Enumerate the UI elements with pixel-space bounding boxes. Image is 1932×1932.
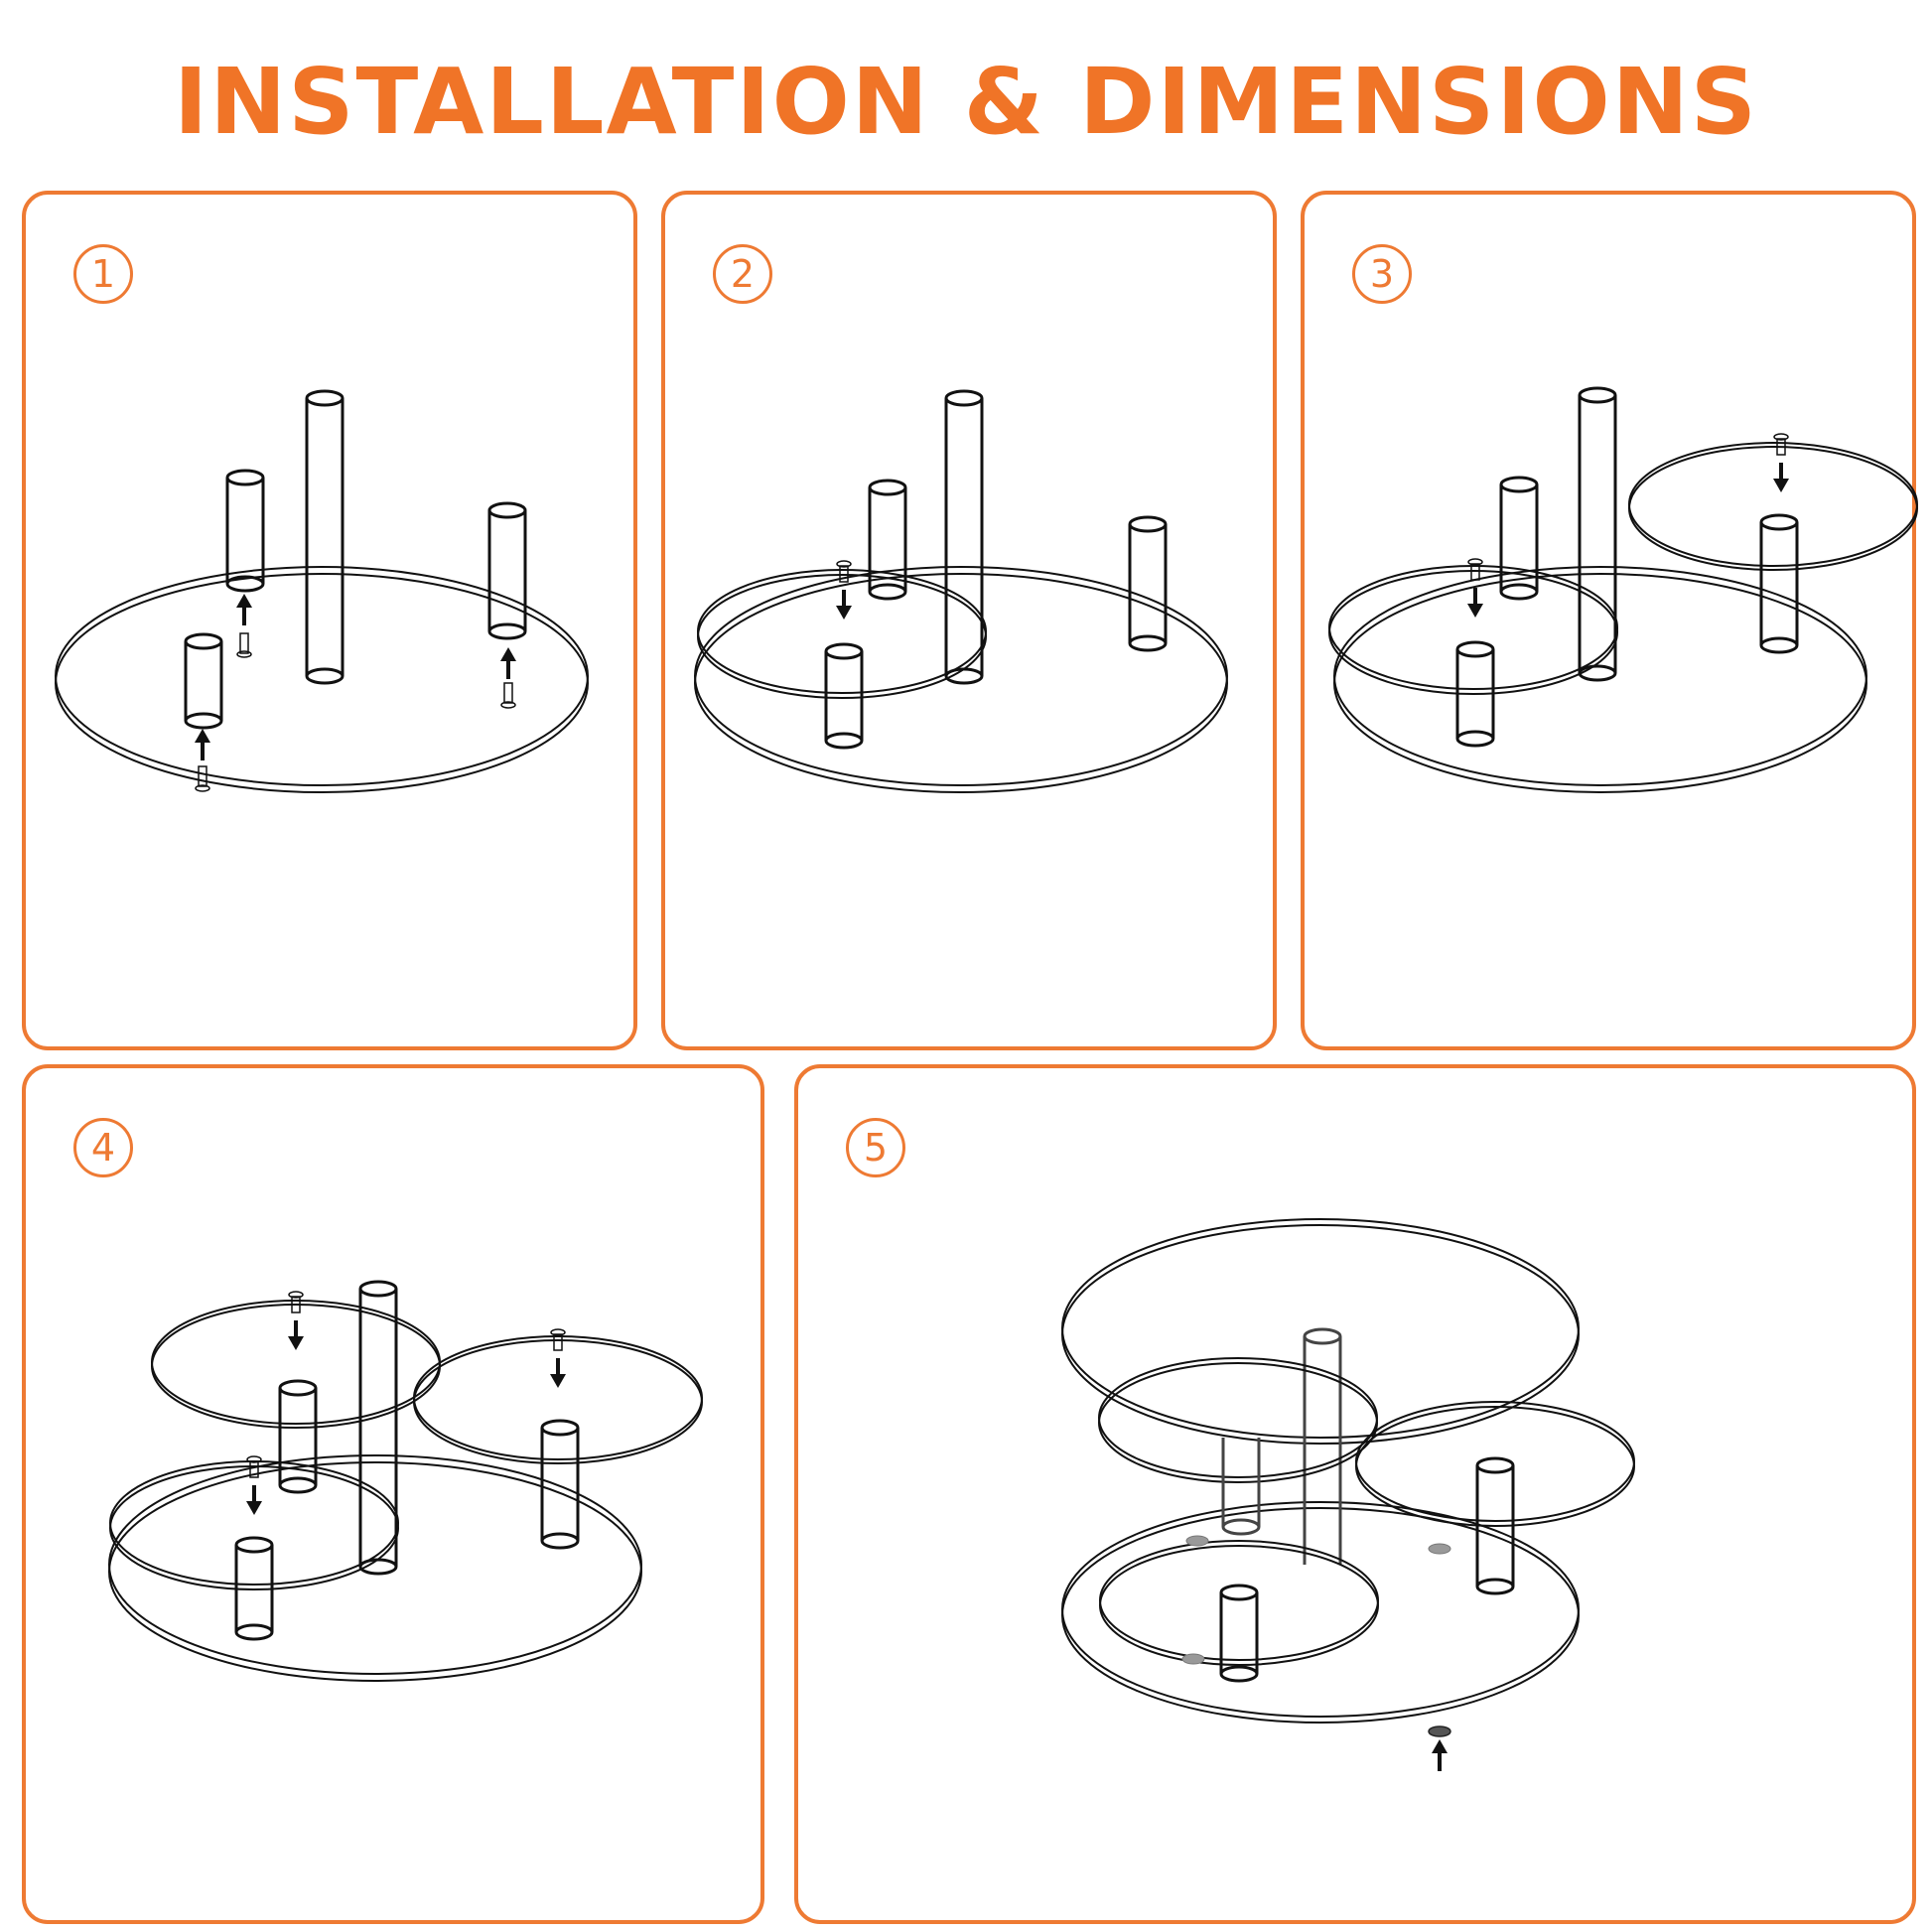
medium-tube xyxy=(278,1379,318,1494)
step-1-illustration xyxy=(55,389,589,793)
up-arrow-icon xyxy=(195,594,516,760)
base-glass-shelf xyxy=(1061,1501,1580,1718)
screw xyxy=(500,682,516,709)
step-3-illustration xyxy=(1328,386,1918,793)
screw xyxy=(236,632,252,658)
step-2-illustration xyxy=(694,389,1228,793)
right-tube xyxy=(487,501,527,640)
rubber-pad xyxy=(1185,1535,1209,1547)
screw xyxy=(288,1291,304,1313)
right-glass-shelf xyxy=(1628,442,1918,567)
rubber-pad xyxy=(1428,1725,1451,1737)
step-number-badge: 3 xyxy=(1352,244,1412,304)
small-glass-shelf xyxy=(109,1460,399,1586)
medium-tube xyxy=(1499,476,1539,601)
step-number-badge: 2 xyxy=(713,244,772,304)
step-4-illustration xyxy=(108,1280,703,1682)
step-panel-1: 1 xyxy=(22,191,637,1050)
small-glass-shelf xyxy=(697,569,987,694)
step-number-badge: 1 xyxy=(73,244,133,304)
screw xyxy=(1467,558,1483,581)
rubber-pad xyxy=(1428,1543,1451,1555)
right-glass-shelf xyxy=(413,1335,703,1460)
screw xyxy=(550,1328,566,1351)
medium-tube xyxy=(868,479,907,601)
page-title: INSTALLATION & DIMENSIONS xyxy=(173,49,1759,155)
tall-tube xyxy=(1578,386,1617,682)
base-glass-shelf xyxy=(108,1454,642,1675)
tall-tube xyxy=(358,1280,398,1576)
screw xyxy=(836,560,852,583)
step-panel-2: 2 xyxy=(661,191,1277,1050)
short-tube xyxy=(1219,1584,1259,1683)
short-tube xyxy=(184,632,223,730)
rubber-pad xyxy=(1181,1653,1205,1665)
down-arrow-icon xyxy=(246,1320,566,1515)
down-arrow-icon xyxy=(1467,463,1789,618)
step-panel-5: 5 xyxy=(794,1064,1916,1924)
short-tube xyxy=(234,1536,274,1641)
step-panel-4: 4 xyxy=(22,1064,764,1924)
screw xyxy=(195,765,210,792)
screw xyxy=(1773,433,1789,456)
step-number-badge: 5 xyxy=(846,1118,905,1177)
right-glass-shelf xyxy=(1355,1401,1635,1522)
down-arrow-icon xyxy=(836,590,852,620)
screw xyxy=(246,1455,262,1478)
up-arrow-icon xyxy=(1432,1739,1448,1771)
tall-tube xyxy=(1303,1327,1342,1565)
step-5-illustration xyxy=(1061,1218,1635,1771)
right-tube xyxy=(1475,1456,1515,1595)
tall-tube xyxy=(305,389,345,685)
step-number-badge: 4 xyxy=(73,1118,133,1177)
short-tube xyxy=(824,642,864,750)
medium-tube xyxy=(225,469,265,593)
middle-glass-shelf xyxy=(1098,1357,1378,1478)
right-tube xyxy=(540,1419,580,1550)
right-tube xyxy=(1128,515,1168,652)
short-tube xyxy=(1455,640,1495,748)
base-glass-shelf xyxy=(694,566,1228,786)
tall-tube xyxy=(944,389,984,685)
medium-tube xyxy=(1221,1438,1261,1536)
step-panel-3: 3 xyxy=(1301,191,1918,1050)
right-tube xyxy=(1759,513,1799,654)
